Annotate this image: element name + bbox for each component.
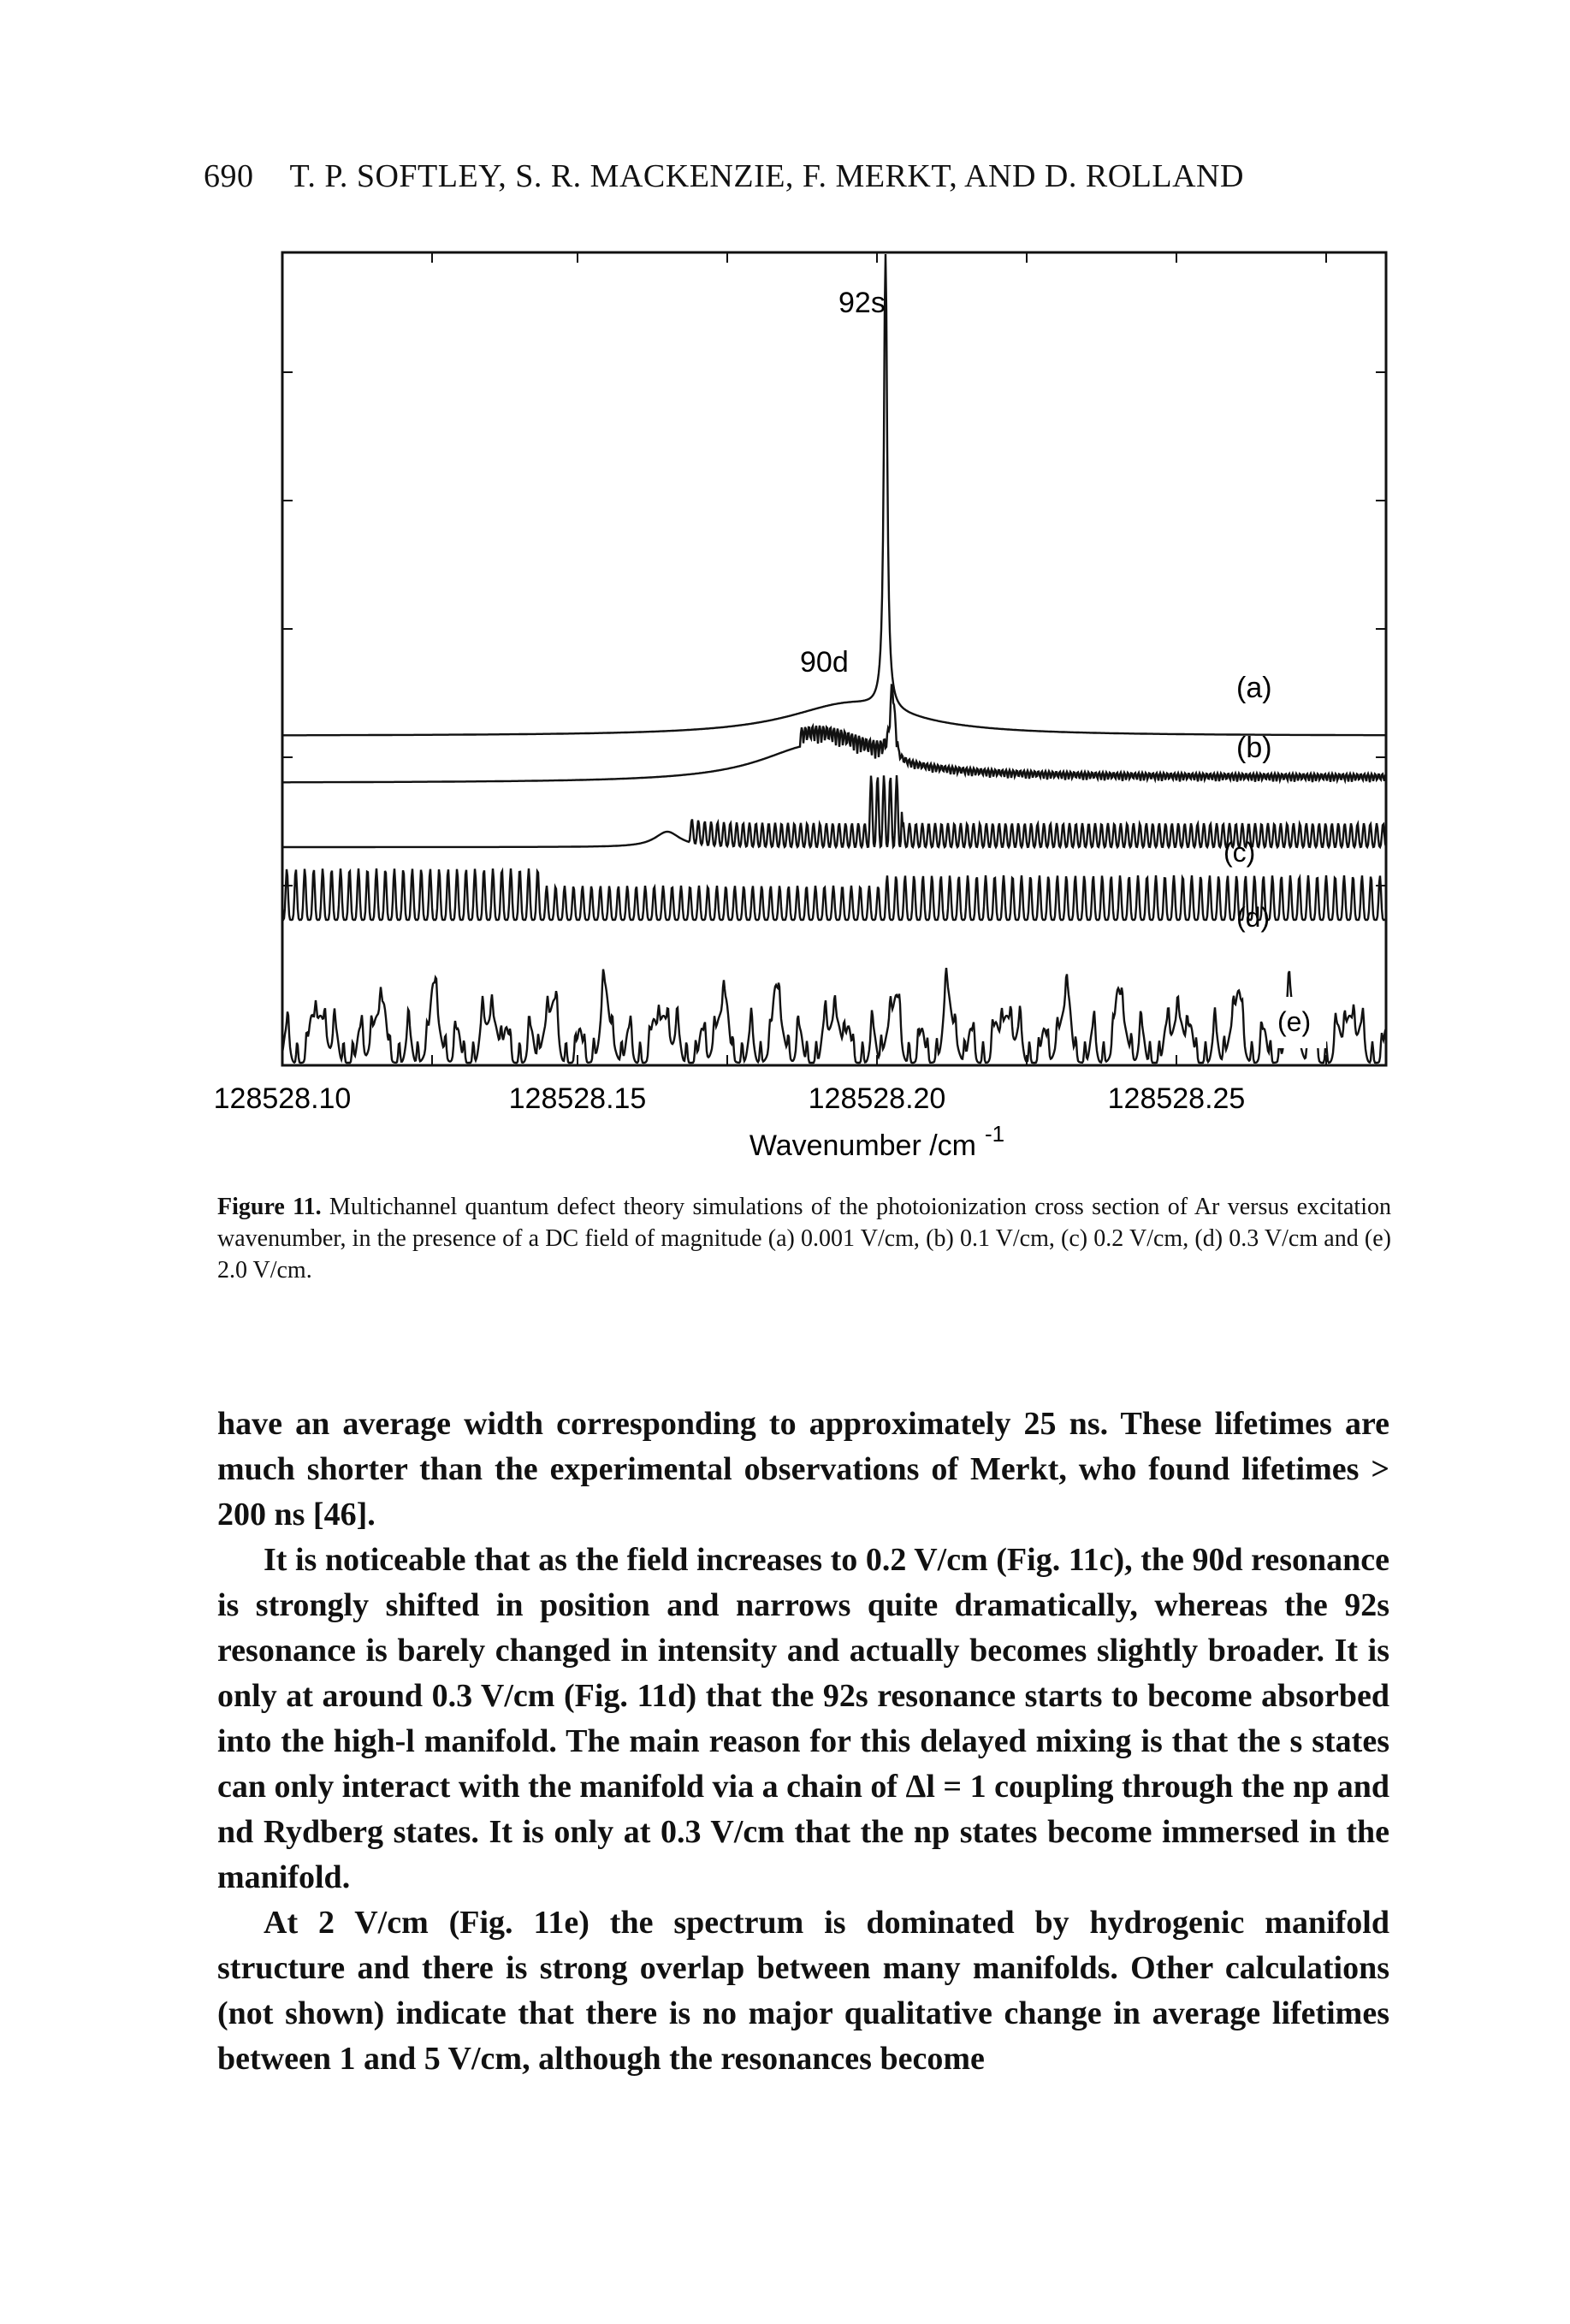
body-text: have an average width corresponding to a… [217,1402,1389,2082]
label-90d: 90d [800,646,849,679]
trace-label-c: (c) [1223,837,1255,868]
spectrum-traces [281,253,1388,1064]
running-head: 690 T. P. SOFTLEY, S. R. MACKENZIE, F. ME… [204,157,1244,195]
trace-label-b: (b) [1236,732,1272,764]
trace-label-e: (e) [1277,1006,1311,1037]
x-tick-label-2: 128528.15 [509,1082,647,1115]
trace-c [282,775,1388,850]
axis-ticks [281,252,1386,1065]
trace-b [282,684,1388,785]
paragraph-1: have an average width corresponding to a… [217,1406,1389,1533]
x-tick-label-4: 128528.25 [1108,1082,1246,1115]
trace-label-d: (d) [1236,902,1270,933]
spectrum-plot: 92s 90d (a) (b) (c) (d) (e) 128528.10 12… [214,251,1388,1159]
x-tick-label-1: 128528.10 [214,1082,352,1115]
figure-11: 92s 90d (a) (b) (c) (d) (e) 128528.10 12… [201,244,1433,1159]
caption-label: Figure 11. [217,1194,322,1220]
paragraph-2: It is noticeable that as the field incre… [217,1542,1389,1895]
trace-label-e-bg [1275,997,1326,1048]
x-axis-label-superscript: -1 [985,1121,1004,1147]
paragraph-3: At 2 V/cm (Fig. 11e) the spectrum is dom… [217,1905,1389,2077]
x-axis-label-text: Wavenumber /cm [749,1129,976,1159]
x-tick-label-3: 128528.20 [809,1082,946,1115]
trace-a [282,253,1386,737]
trace-label-a: (a) [1236,672,1272,704]
plot-frame [281,251,1388,1067]
running-head-authors: T. P. SOFTLEY, S. R. MACKENZIE, F. MERKT… [289,158,1244,194]
page-number: 690 [204,158,254,194]
caption-text: Multichannel quantum defect theory simul… [217,1194,1391,1284]
label-92s: 92s [838,287,886,319]
trace-d [281,867,1387,922]
trace-e [281,967,1388,1064]
x-axis-label: Wavenumber /cm -1 [749,1121,1004,1159]
figure-caption: Figure 11. Multichannel quantum defect t… [217,1191,1391,1286]
